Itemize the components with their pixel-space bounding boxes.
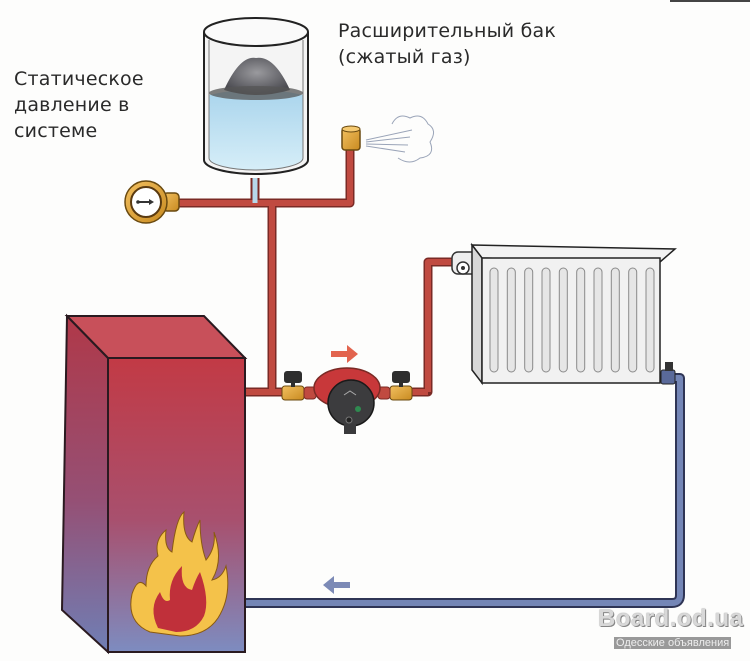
safety-valve bbox=[341, 125, 361, 151]
radiator-fin bbox=[489, 267, 499, 373]
flow-arrow-right-icon bbox=[331, 345, 358, 363]
radiator-fin bbox=[541, 267, 551, 373]
expansion-tank-label-line-2: (сжатый газ) bbox=[338, 46, 471, 68]
radiator-fin bbox=[506, 267, 516, 373]
static-pressure-label-line-1: Статическое bbox=[14, 68, 144, 90]
circulation-pump bbox=[281, 367, 413, 434]
expansion-tank-label: Расширительный бак (сжатый газ) bbox=[338, 18, 556, 70]
pressure-gauge bbox=[124, 180, 180, 224]
static-pressure-label-line-2: давление в bbox=[14, 94, 130, 116]
radiator-fin bbox=[558, 267, 568, 373]
watermark-logo: Board.od.ua bbox=[598, 605, 744, 632]
flame-icon bbox=[130, 510, 229, 637]
radiator-return-valve bbox=[660, 362, 676, 385]
static-pressure-label-line-3: системе bbox=[14, 120, 98, 142]
supply-pipe bbox=[178, 150, 470, 397]
top-edge-bar bbox=[670, 0, 750, 2]
radiator-fin bbox=[593, 267, 603, 373]
expansion-tank-label-line-1: Расширительный бак bbox=[338, 20, 557, 42]
expansion-tank bbox=[203, 17, 309, 175]
static-pressure-label: Статическое давление в системе bbox=[14, 66, 144, 144]
radiator-fin bbox=[610, 267, 620, 373]
radiator-fin bbox=[628, 267, 638, 373]
radiator bbox=[470, 242, 677, 386]
radiator-fin bbox=[645, 267, 655, 373]
watermark-subtitle: Одесские объявления bbox=[614, 637, 732, 649]
flow-arrow-left-icon bbox=[323, 576, 350, 594]
radiator-fin bbox=[524, 267, 534, 373]
radiator-fin bbox=[576, 267, 586, 373]
steam-cloud-icon bbox=[365, 115, 434, 163]
return-pipe bbox=[245, 373, 685, 608]
